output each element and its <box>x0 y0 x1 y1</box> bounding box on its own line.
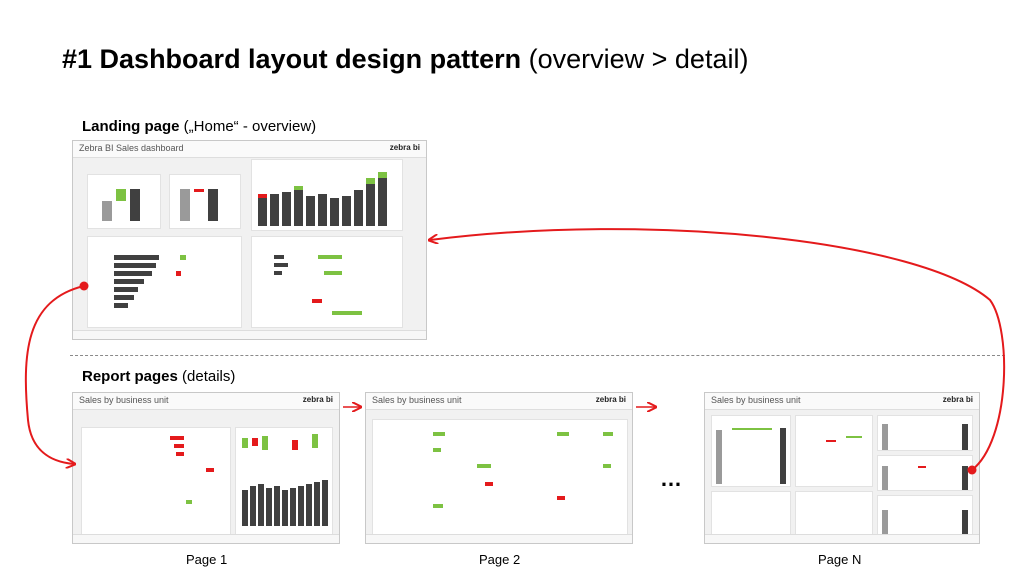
page-2-title: Sales by business unit <box>372 395 462 405</box>
slide-title: #1 Dashboard layout design pattern (over… <box>62 44 748 75</box>
report-pages-label: Report pages (details) <box>82 368 235 385</box>
arrow-landing-to-page-1 <box>24 285 85 464</box>
page-2-logo: zebra bi <box>595 395 626 404</box>
slide-title-rest: (overview > detail) <box>528 44 749 74</box>
page-1-table <box>81 427 231 535</box>
group-bar-chart <box>87 236 242 328</box>
product-category-chart <box>251 236 403 328</box>
report-pages-label-rest: (details) <box>182 368 236 385</box>
page-1-caption: Page 1 <box>186 552 228 567</box>
section-divider <box>70 355 1005 356</box>
arrow-page-n-to-landing <box>430 228 1006 471</box>
page-2-caption: Page 2 <box>479 552 521 567</box>
page-1-column-chart <box>235 427 333 535</box>
ellipsis: … <box>660 466 683 491</box>
report-page-n-thumbnail[interactable]: Sales by business unit zebra bi <box>704 392 980 544</box>
landing-page-label: Landing page („Home“ - overview) <box>82 118 316 135</box>
page-n-chart-2 <box>795 415 873 487</box>
page-n-title: Sales by business unit <box>711 395 801 405</box>
monthly-column-chart <box>251 159 403 231</box>
arrow-start-dot-landing <box>79 281 89 291</box>
page-1-header: Sales by business unit zebra bi <box>73 393 339 410</box>
report-pages-label-bold: Report pages <box>82 368 178 385</box>
page-1-logo: zebra bi <box>302 395 333 404</box>
page-n-logo: zebra bi <box>942 395 973 404</box>
landing-logo: zebra bi <box>389 143 420 152</box>
landing-dashboard-title: Zebra BI Sales dashboard <box>79 143 184 153</box>
kpi-card-ac-vs-plan <box>169 174 241 229</box>
landing-page-label-bold: Landing page <box>82 118 180 135</box>
report-page-1-thumbnail[interactable]: Sales by business unit zebra bi <box>72 392 340 544</box>
page-n-chart-5 <box>711 491 791 535</box>
arrow-start-dot-page-n <box>967 465 977 475</box>
page-2-table <box>372 419 628 537</box>
kpi-card-ac-vs-py <box>87 174 161 229</box>
page-n-header: Sales by business unit zebra bi <box>705 393 979 410</box>
page-n-chart-6 <box>795 491 873 535</box>
page-2-header: Sales by business unit zebra bi <box>366 393 632 410</box>
page-n-caption: Page N <box>818 552 862 567</box>
slide-title-bold: #1 Dashboard layout design pattern <box>62 44 522 74</box>
landing-header: Zebra BI Sales dashboard zebra bi <box>73 141 426 158</box>
landing-page-thumbnail[interactable]: Zebra BI Sales dashboard zebra bi <box>72 140 427 340</box>
report-page-2-thumbnail[interactable]: Sales by business unit zebra bi <box>365 392 633 544</box>
page-n-chart-3 <box>877 415 973 451</box>
page-n-chart-4 <box>877 455 973 491</box>
landing-page-label-rest: („Home“ - overview) <box>183 118 317 135</box>
page-1-title: Sales by business unit <box>79 395 169 405</box>
page-n-chart-1 <box>711 415 791 487</box>
